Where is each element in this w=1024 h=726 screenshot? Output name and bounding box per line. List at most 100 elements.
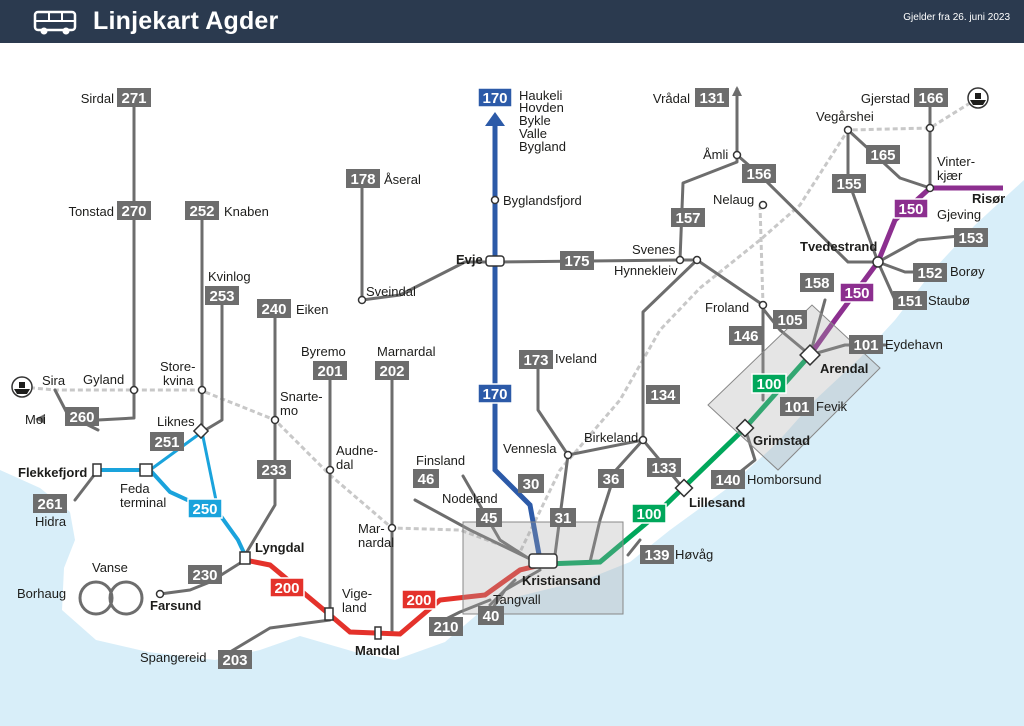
- place-label-boroy: Borøy: [950, 264, 985, 279]
- place-label-staubo: Staubø: [928, 293, 970, 308]
- route-number: 165: [870, 147, 895, 164]
- route-badge-139: 139: [640, 545, 674, 564]
- route-number: 201: [317, 363, 342, 380]
- route-badge-153: 153: [954, 228, 988, 247]
- route-number: 30: [523, 476, 540, 493]
- route-badge-233: 233: [257, 460, 291, 479]
- place-label-tvedestrand: Tvedestrand: [800, 239, 877, 254]
- route-badge-201: 201: [313, 361, 347, 380]
- place-label-hovag: Høvåg: [675, 547, 713, 562]
- route-badge-170: 170: [477, 87, 513, 108]
- place-label-vinter2: kjær: [937, 168, 963, 183]
- place-label-spangereid: Spangereid: [140, 650, 207, 665]
- route-number: 131: [699, 90, 724, 107]
- route-number: 140: [715, 472, 740, 489]
- route-number: 233: [261, 462, 286, 479]
- place-label-borhaug: Borhaug: [17, 586, 66, 601]
- route-badge-210: 210: [429, 617, 463, 636]
- place-label-gjeving: Gjeving: [937, 207, 981, 222]
- route-number: 250: [192, 501, 217, 518]
- route-number: 146: [733, 328, 758, 345]
- place-label-eydehavn: Eydehavn: [885, 337, 943, 352]
- place-label-vige2: land: [342, 600, 367, 615]
- route-badge-173: 173: [519, 350, 553, 369]
- map-title: Linjekart Agder: [93, 7, 279, 35]
- route-badge-230: 230: [188, 565, 222, 584]
- place-label-arendal: Arendal: [820, 361, 868, 376]
- route-number: 251: [154, 434, 179, 451]
- route-number: 134: [650, 387, 676, 404]
- route-badge-165: 165: [866, 145, 900, 164]
- moi-arrow: [35, 414, 45, 424]
- route-badge-101: 101: [849, 335, 883, 354]
- route-badge-261: 261: [33, 494, 67, 513]
- place-label-valle: Valle: [519, 126, 547, 141]
- route-badge-150: 150: [839, 282, 875, 303]
- route-number: 173: [523, 352, 548, 369]
- place-label-snarte1: Snarte-: [280, 389, 323, 404]
- bus-icon: [33, 10, 77, 35]
- route-badge-100: 100: [631, 503, 667, 524]
- route-number: 150: [844, 285, 869, 302]
- route-number: 45: [481, 510, 498, 527]
- place-label-knaben: Knaben: [224, 204, 269, 219]
- place-label-mandal: Mandal: [355, 643, 400, 658]
- sea-area: [0, 180, 1024, 726]
- place-label-moi: Moi: [25, 412, 46, 427]
- valid-from-text: Gjelder fra 26. juni 2023: [903, 12, 1010, 23]
- place-label-vanse: Vanse: [92, 560, 128, 575]
- place-label-lillesand: Lillesand: [689, 495, 745, 510]
- route-number: 261: [37, 496, 62, 513]
- place-label-lyngdal: Lyngdal: [255, 540, 304, 555]
- route-badge-36: 36: [598, 469, 624, 488]
- place-label-vegarshei: Vegårshei: [816, 109, 874, 124]
- route-number: 210: [433, 619, 458, 636]
- route-badge-133: 133: [647, 458, 681, 477]
- route-badge-101: 101: [780, 397, 814, 416]
- place-label-snarte2: mo: [280, 403, 298, 418]
- place-label-svenes: Svenes: [632, 242, 676, 257]
- place-label-tonstad: Tonstad: [68, 204, 114, 219]
- place-label-eiken: Eiken: [296, 302, 329, 317]
- place-label-amli: Åmli: [703, 147, 728, 162]
- route-number: 101: [784, 399, 809, 416]
- place-label-sira: Sira: [42, 373, 66, 388]
- place-label-iveland: Iveland: [555, 351, 597, 366]
- place-label-haukeli: Haukeli: [519, 88, 562, 103]
- route-badge-155: 155: [832, 174, 866, 193]
- place-label-hidra: Hidra: [35, 514, 67, 529]
- route-badge-150: 150: [893, 198, 929, 219]
- route-number: 150: [898, 201, 923, 218]
- route-number: 170: [482, 90, 507, 107]
- route-badge-45: 45: [476, 508, 502, 527]
- place-label-flekkefjord: Flekkefjord: [18, 465, 87, 480]
- route-badge-152: 152: [913, 263, 947, 282]
- route-badge-270: 270: [117, 201, 151, 220]
- route-number: 271: [121, 90, 146, 107]
- route-badge-202: 202: [375, 361, 409, 380]
- place-label-nodeland: Nodeland: [442, 491, 498, 506]
- place-label-evje: Evje: [456, 252, 483, 267]
- route-badge-157: 157: [671, 208, 705, 227]
- route-number: 203: [222, 652, 247, 669]
- route-number: 178: [350, 171, 375, 188]
- route-number: 230: [192, 567, 217, 584]
- route-number: 46: [418, 471, 435, 488]
- route-number: 133: [651, 460, 676, 477]
- place-label-audne2: dal: [336, 457, 353, 472]
- place-label-kristiansand: Kristiansand: [522, 573, 601, 588]
- route-150-line: [807, 185, 1003, 357]
- route-badge-100: 100: [751, 373, 787, 394]
- railway: [21, 96, 979, 554]
- route-131-arrow: [732, 86, 742, 96]
- route-badge-178: 178: [346, 169, 380, 188]
- place-label-grimstad: Grimstad: [753, 433, 810, 448]
- route-number: 153: [958, 230, 983, 247]
- place-label-tangvall: Tangvall: [493, 592, 541, 607]
- route-badge-105: 105: [773, 310, 807, 329]
- route-number: 252: [189, 203, 214, 220]
- route-badge-131: 131: [695, 88, 729, 107]
- place-label-bykle: Bykle: [519, 113, 551, 128]
- place-label-liknes: Liknes: [157, 414, 195, 429]
- route-badge-240: 240: [257, 299, 291, 318]
